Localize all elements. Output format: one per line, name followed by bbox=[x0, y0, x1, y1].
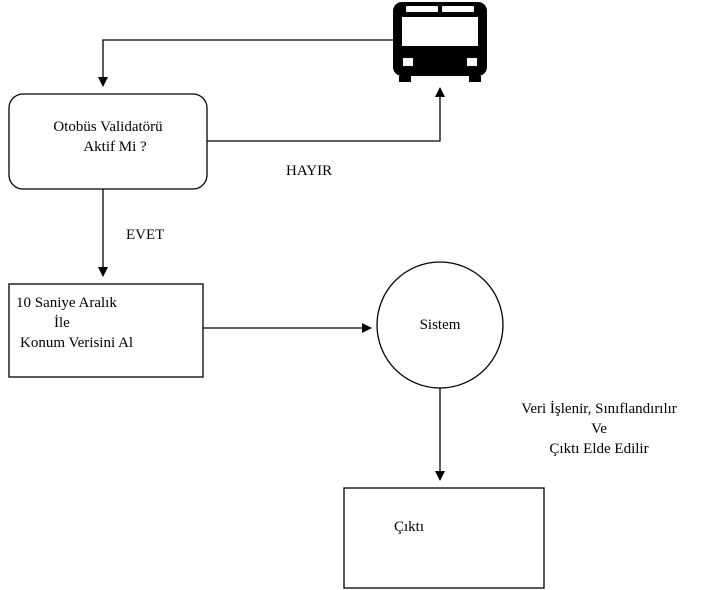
location-label-line-3: Konum Verisini Al bbox=[20, 335, 134, 351]
output-box bbox=[343, 487, 545, 589]
system-node-label: Sistem bbox=[419, 317, 461, 333]
bus-icon bbox=[393, 2, 487, 82]
validator-label-line-2: Aktif Mi ? bbox=[83, 139, 147, 155]
processing-label-line-2: Ve bbox=[591, 421, 607, 437]
processing-label: Veri İşlenir, Sınıflandırılır Ve Çıktı E… bbox=[494, 399, 704, 459]
location-node-label: 10 Saniye Aralık İle Konum Verisini Al bbox=[16, 293, 133, 353]
evet-label: EVET bbox=[126, 227, 165, 243]
hayir-arrow bbox=[207, 87, 445, 142]
location-process-box bbox=[8, 283, 204, 378]
location-label-line-2: İle bbox=[54, 315, 70, 331]
location-label-line-1: 10 Saniye Aralık bbox=[16, 295, 117, 311]
hayir-label: HAYIR bbox=[286, 163, 333, 179]
processing-label-line-1: Veri İşlenir, Sınıflandırılır bbox=[521, 401, 677, 417]
processing-label-line-3: Çıktı Elde Edilir bbox=[549, 441, 649, 457]
validator-node-label: Otobüs Validatörü Aktif Mi ? bbox=[9, 117, 207, 157]
output-node-label: Çıktı bbox=[393, 519, 424, 535]
bus-to-validator-arrow bbox=[98, 39, 393, 87]
validator-label-line-1: Otobüs Validatörü bbox=[53, 119, 163, 135]
